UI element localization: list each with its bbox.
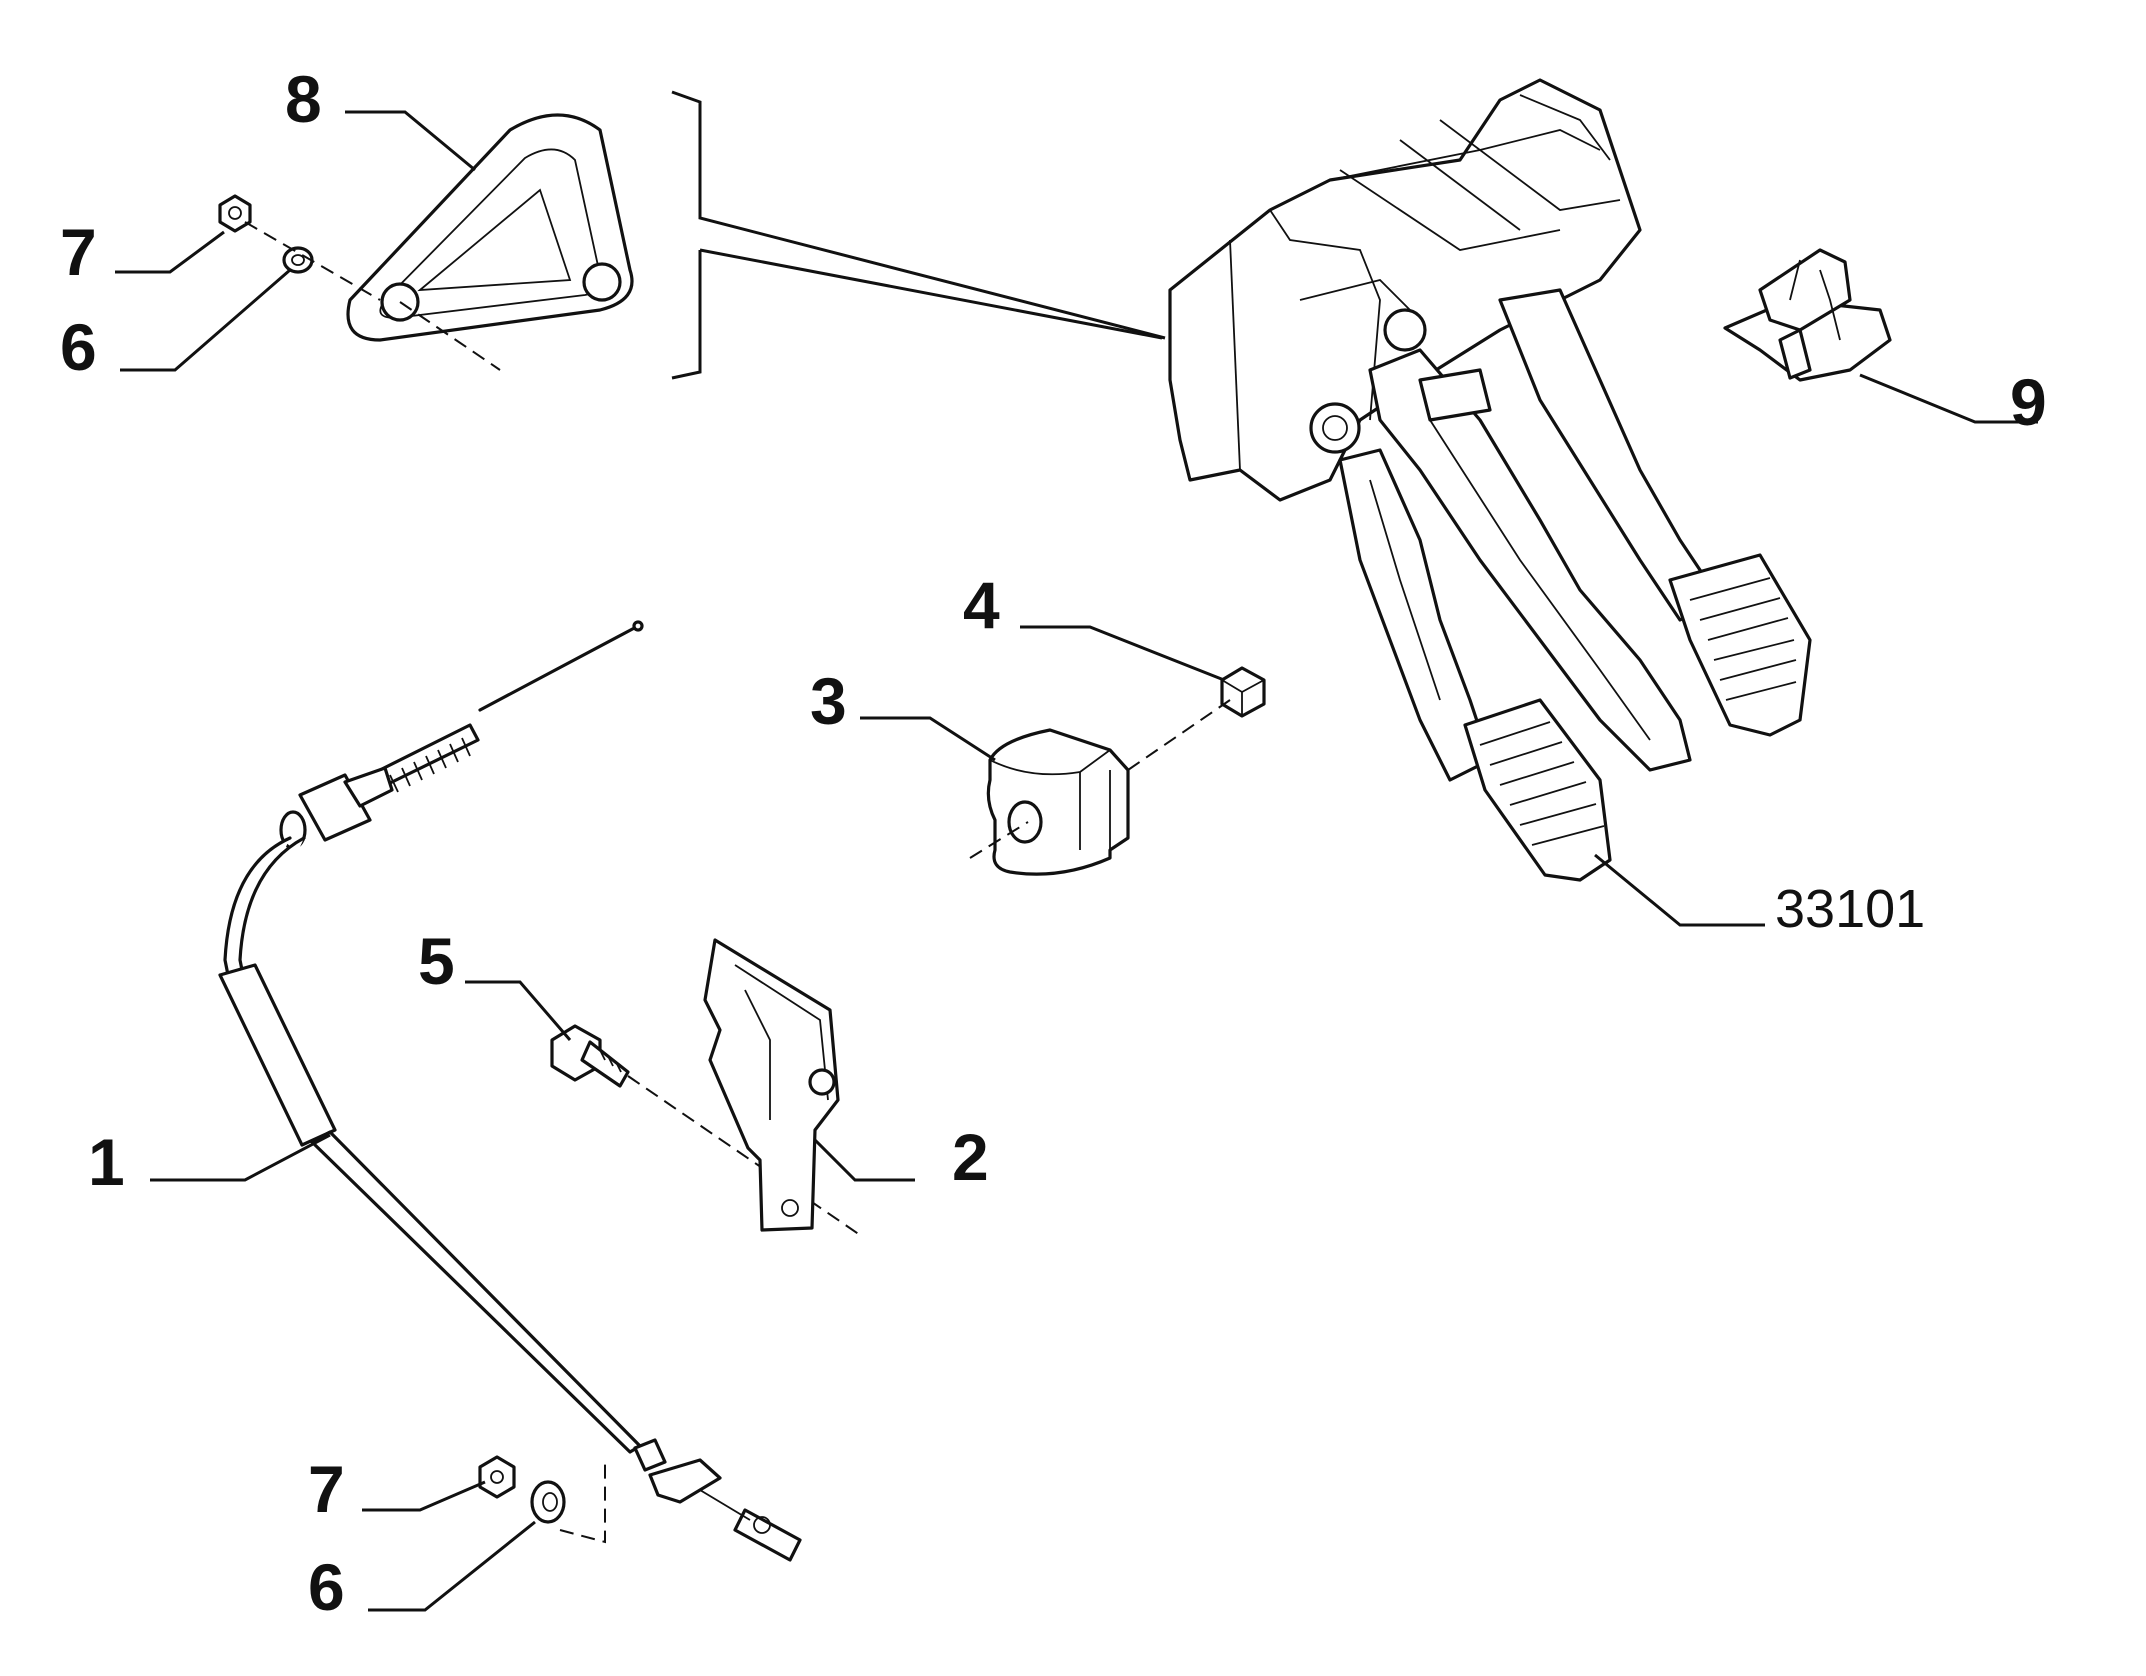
callout-2: 2 <box>952 1120 989 1194</box>
bushing-part-3 <box>969 699 1231 876</box>
nut-washer-bottom <box>478 1455 606 1544</box>
callout-7-bottom: 7 <box>308 1452 345 1526</box>
callout-labels: 8 7 6 9 4 3 5 2 1 7 6 33101 <box>60 62 2047 1624</box>
pedal-box-assembly <box>1168 78 1812 882</box>
callout-5: 5 <box>418 924 455 998</box>
nut-part-4 <box>1220 666 1266 718</box>
callout-9: 9 <box>2010 365 2047 439</box>
callout-3: 3 <box>810 664 847 738</box>
gasket-plate <box>346 113 634 371</box>
callout-8: 8 <box>285 62 322 136</box>
clutch-cable <box>218 620 802 1562</box>
bracket-leader <box>671 90 1166 380</box>
bracket-part-2 <box>703 938 840 1232</box>
callout-6-bottom: 6 <box>308 1550 345 1624</box>
nut-washer-top <box>218 194 381 301</box>
reference-code: 33101 <box>1775 879 1925 939</box>
callout-4: 4 <box>963 568 1000 642</box>
callout-6-top: 6 <box>60 310 97 384</box>
callout-7-top: 7 <box>60 215 97 289</box>
callout-1: 1 <box>88 1125 125 1199</box>
pedal-clip <box>1723 248 1892 382</box>
bolt-part-5 <box>550 1024 861 1236</box>
callout-leaders <box>115 110 2038 1612</box>
